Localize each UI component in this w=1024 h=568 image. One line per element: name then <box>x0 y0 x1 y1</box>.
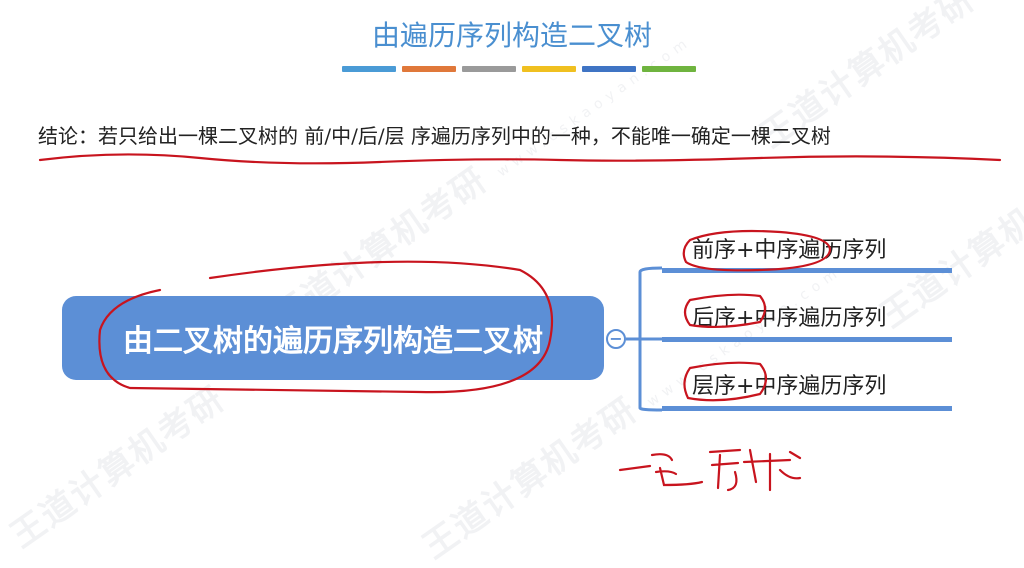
mindmap-root-node[interactable]: 由二叉树的遍历序列构造二叉树 <box>62 296 604 380</box>
color-bar-strip <box>342 66 696 72</box>
collapse-toggle[interactable]: − <box>606 329 626 349</box>
branch-underline <box>662 268 952 273</box>
color-bar <box>462 66 516 72</box>
handwritten-annotations <box>38 153 1002 492</box>
connector-lines <box>626 266 663 412</box>
page-title: 由遍历序列构造二叉树 <box>371 19 652 52</box>
branch-preorder-inorder[interactable]: 前序+中序遍历序列 <box>692 238 887 263</box>
branch-levelorder-inorder[interactable]: 层序+中序遍历序列 <box>692 374 887 399</box>
color-bar <box>342 66 396 72</box>
color-bar <box>582 66 636 72</box>
branch-underline <box>662 406 952 411</box>
color-bar <box>642 66 696 72</box>
color-bar <box>522 66 576 72</box>
color-bar <box>402 66 456 72</box>
branch-underline <box>662 337 952 342</box>
conclusion-text: 结论：若只给出一棵二叉树的 前/中/后/层 序遍历序列中的一种，不能唯一确定一棵… <box>38 124 831 148</box>
